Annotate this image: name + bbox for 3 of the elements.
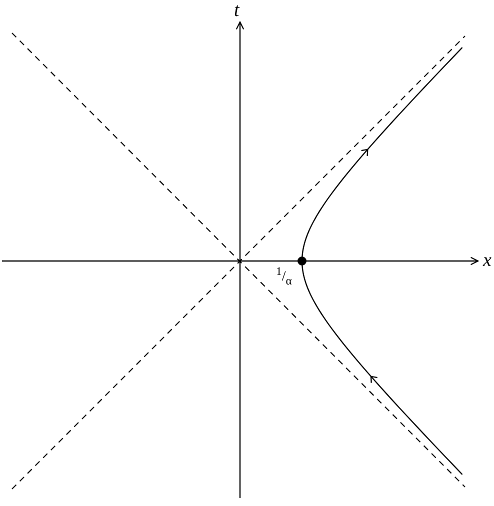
axis-label: x: [483, 251, 492, 270]
axis-label: t: [234, 1, 240, 20]
value-label: $^{1}$/$_{α}$: [276, 266, 292, 288]
